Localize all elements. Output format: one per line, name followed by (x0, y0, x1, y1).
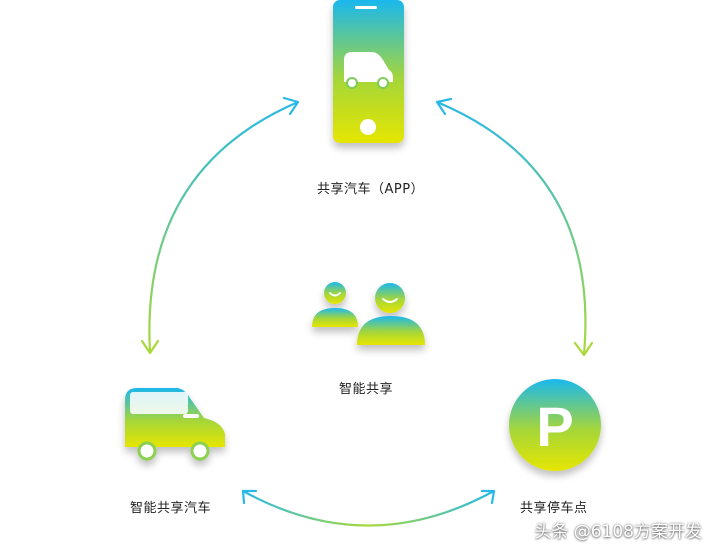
car-label: 智能共享汽车 (130, 501, 212, 516)
smartphone-car-icon (333, 0, 404, 143)
watermark: 头条 @6108方案开发 (534, 522, 702, 542)
app-label: 共享汽车（APP） (317, 182, 425, 197)
parking-label: 共享停车点 (520, 501, 588, 516)
center-label: 智能共享 (339, 382, 394, 397)
parking-icon: P (509, 379, 601, 471)
arrow-app-to-car (140, 96, 300, 355)
car-icon (125, 388, 225, 461)
users-icon (312, 282, 425, 345)
parking-symbol: P (536, 395, 573, 458)
arrow-app-to-parking (435, 97, 594, 357)
arrow-car-to-parking (241, 489, 496, 527)
car-icon-small (344, 52, 393, 89)
